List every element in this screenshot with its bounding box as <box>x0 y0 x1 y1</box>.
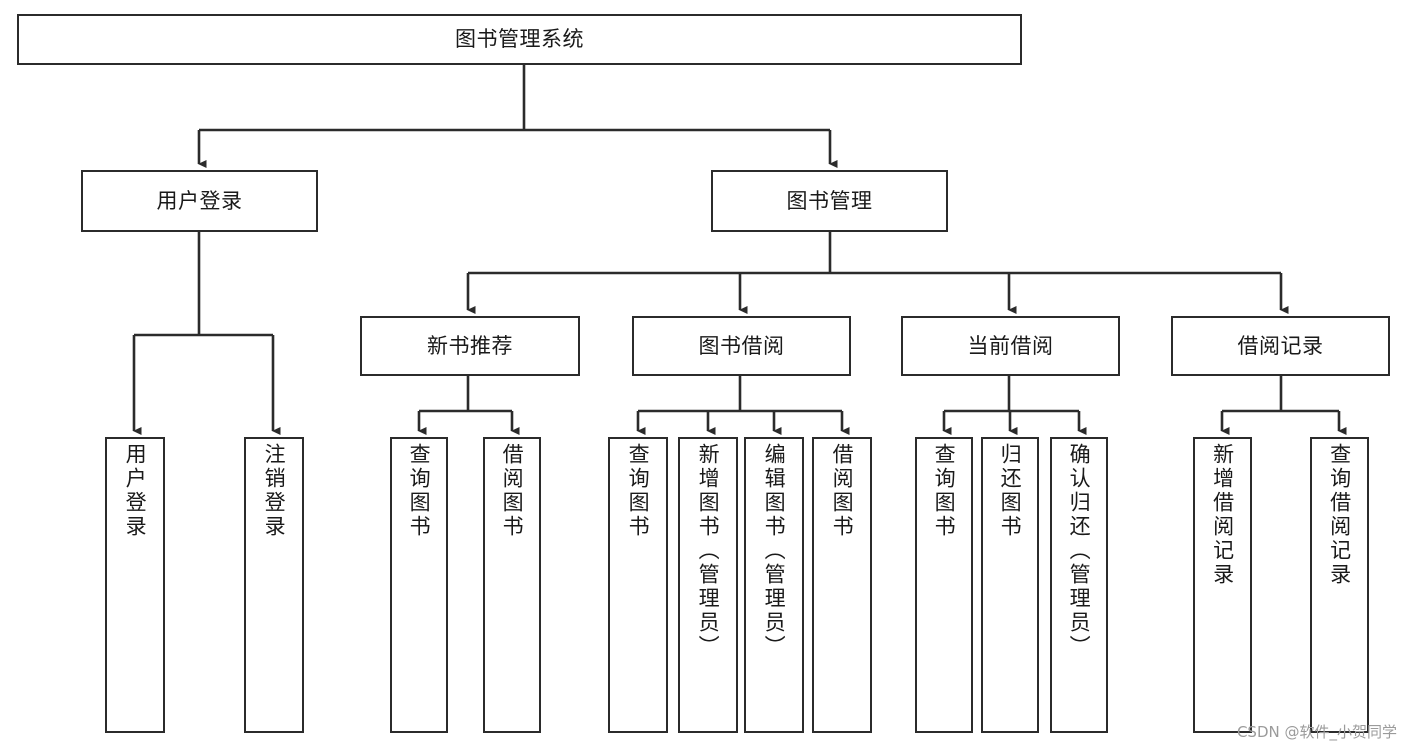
node-leaf-return-book[interactable]: 归还图书 <box>981 437 1039 733</box>
node-leaf-borrow-book-1[interactable]: 借阅图书 <box>483 437 541 733</box>
node-label-book-manage: 图书管理 <box>786 188 873 213</box>
node-leaf-query-book-2[interactable]: 查询图书 <box>608 437 668 733</box>
node-leaf-query-book-1[interactable]: 查询图书 <box>390 437 448 733</box>
node-label-leaf-user-login: 用户登录 <box>123 443 148 539</box>
node-label-leaf-confirm-ret: 确认归还（管理员） <box>1067 443 1092 659</box>
node-book-borrow[interactable]: 图书借阅 <box>632 316 851 376</box>
node-label-leaf-add-book: 新增图书（管理员） <box>696 443 721 659</box>
node-label-current-borrow: 当前借阅 <box>967 333 1054 358</box>
node-label-leaf-logout: 注销登录 <box>262 443 287 539</box>
node-label-book-borrow: 图书借阅 <box>698 333 785 358</box>
node-leaf-query-book-3[interactable]: 查询图书 <box>915 437 973 733</box>
node-leaf-confirm-ret[interactable]: 确认归还（管理员） <box>1050 437 1108 733</box>
node-borrow-record[interactable]: 借阅记录 <box>1171 316 1390 376</box>
node-label-leaf-add-record: 新增借阅记录 <box>1210 443 1235 587</box>
node-leaf-edit-book[interactable]: 编辑图书（管理员） <box>744 437 804 733</box>
node-label-borrow-record: 借阅记录 <box>1237 333 1324 358</box>
node-label-root: 图书管理系统 <box>455 27 584 51</box>
node-leaf-query-record[interactable]: 查询借阅记录 <box>1310 437 1369 733</box>
node-label-new-book-rec: 新书推荐 <box>427 333 513 358</box>
node-label-leaf-query-book-2: 查询图书 <box>626 443 651 539</box>
node-label-leaf-edit-book: 编辑图书（管理员） <box>762 443 787 659</box>
node-label-leaf-query-record: 查询借阅记录 <box>1327 443 1352 587</box>
node-label-leaf-borrow-book-1: 借阅图书 <box>500 443 525 539</box>
node-leaf-add-record[interactable]: 新增借阅记录 <box>1193 437 1252 733</box>
node-user-login[interactable]: 用户登录 <box>81 170 318 232</box>
node-book-manage[interactable]: 图书管理 <box>711 170 948 232</box>
node-label-leaf-query-book-1: 查询图书 <box>407 443 432 539</box>
node-leaf-user-login[interactable]: 用户登录 <box>105 437 165 733</box>
node-label-leaf-return-book: 归还图书 <box>998 443 1023 539</box>
node-leaf-logout[interactable]: 注销登录 <box>244 437 304 733</box>
node-leaf-borrow-book-2[interactable]: 借阅图书 <box>812 437 872 733</box>
node-current-borrow[interactable]: 当前借阅 <box>901 316 1120 376</box>
node-leaf-add-book[interactable]: 新增图书（管理员） <box>678 437 738 733</box>
node-label-leaf-borrow-book-2: 借阅图书 <box>830 443 855 539</box>
node-root[interactable]: 图书管理系统 <box>17 14 1022 65</box>
node-label-user-login: 用户登录 <box>156 188 243 213</box>
node-new-book-rec[interactable]: 新书推荐 <box>360 316 580 376</box>
node-label-leaf-query-book-3: 查询图书 <box>932 443 957 539</box>
